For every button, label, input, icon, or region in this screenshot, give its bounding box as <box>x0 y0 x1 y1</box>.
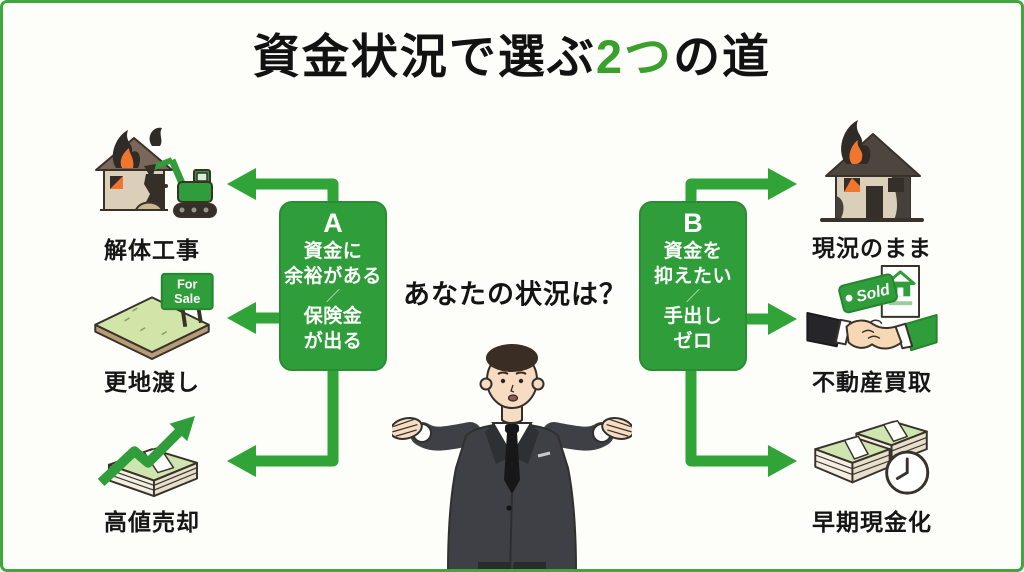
demolition-icon <box>95 127 217 218</box>
option-label: 解体工事 <box>104 237 200 263</box>
left-lapel <box>485 423 512 464</box>
left-eye <box>500 378 506 384</box>
arrowhead-b-top <box>768 168 797 200</box>
option-real-estate-purchase: Sold 不動産買取 <box>806 264 938 397</box>
for-sale-sign-line2: Sale <box>174 291 200 306</box>
page-title: 資金状況で選ぶ2つの道 <box>0 18 1024 87</box>
tie <box>504 432 520 494</box>
arrowhead-a-top <box>227 168 256 200</box>
option-high-price-sale: 高値売却 <box>86 410 218 537</box>
right-eye <box>518 378 524 384</box>
money-growth-icon <box>97 415 198 498</box>
option-label: 高値売却 <box>104 509 200 535</box>
branch-b-line1: 資金を <box>663 241 723 262</box>
option-vacant-land: For Sale 更地渡し <box>86 270 218 397</box>
arrowhead-a-middle <box>227 302 256 334</box>
left-hand <box>392 417 423 440</box>
arrowhead-a-bottom <box>227 445 256 477</box>
pocket-square <box>537 451 551 458</box>
option-early-cash: 早期現金化 <box>806 410 938 537</box>
jacket-seam <box>509 493 513 572</box>
vacant-land-icon: For Sale <box>94 272 214 360</box>
arrow-a-bottom <box>254 365 339 467</box>
branch-b-separator: ／ <box>686 288 700 304</box>
arrow-a-top <box>254 178 339 207</box>
left-ear <box>479 377 493 391</box>
branch-a-line3: 保険金 <box>303 306 363 327</box>
branch-b-line3: 手出し <box>663 306 723 327</box>
title-text-left: 資金状況で選ぶ <box>252 30 596 83</box>
option-label: 早期現金化 <box>812 509 932 535</box>
hair-top <box>486 344 538 372</box>
branch-a-line4: が出る <box>303 331 363 352</box>
arrowhead-b-middle <box>768 303 797 335</box>
option-label: 更地渡し <box>104 369 200 395</box>
branch-a-separator: ／ <box>326 288 340 304</box>
title-highlight: 2つ <box>595 30 674 83</box>
branch-a-letter: A <box>323 208 343 238</box>
option-label: 不動産買取 <box>812 369 932 395</box>
arrowhead-b-bottom <box>768 445 797 477</box>
mouth <box>507 394 519 402</box>
branch-b-line4: ゼロ <box>673 331 713 352</box>
branch-a-box: A 資金に 余裕がある ／ 保険金 が出る <box>279 201 387 371</box>
branch-a-line1: 資金に <box>303 241 363 262</box>
arrow-b-top <box>685 178 770 207</box>
cash-clock-icon <box>814 420 930 495</box>
right-hand <box>601 417 632 440</box>
tie-knot <box>505 424 519 433</box>
branch-a-line2: 余裕がある <box>284 266 382 287</box>
handshake-sold-icon: Sold <box>806 264 938 352</box>
jacket-button <box>506 505 512 511</box>
for-sale-sign-line1: For <box>177 277 198 292</box>
situation-question: あなたの状況は？ <box>390 272 640 312</box>
right-lapel <box>512 423 539 464</box>
right-ear <box>531 377 545 391</box>
nose <box>510 384 515 393</box>
branch-b-line2: 抑えたい <box>653 266 732 287</box>
title-text-right: の道 <box>673 30 772 83</box>
option-demolition: 解体工事 <box>86 124 218 265</box>
branch-b-letter: B <box>683 208 703 238</box>
burnt-house-icon <box>820 120 924 222</box>
option-as-is: 現況のまま <box>806 118 938 263</box>
arrow-b-bottom <box>685 365 770 467</box>
eyebrows <box>497 371 527 375</box>
branch-b-box: B 資金を 抑えたい ／ 手出し ゼロ <box>639 201 747 371</box>
businessman-illustration <box>392 344 632 572</box>
option-label: 現況のまま <box>812 235 932 261</box>
